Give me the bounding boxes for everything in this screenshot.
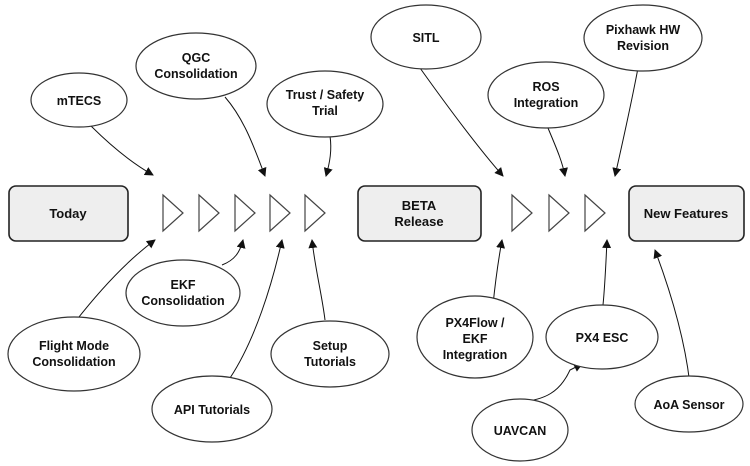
bubble-px4flow: PX4Flow / EKF Integration	[416, 295, 534, 379]
arrow-flight-mode	[74, 239, 156, 323]
bubble-api-tutorials: API Tutorials	[151, 375, 273, 443]
bubble-ros-line-2: Integration	[514, 96, 579, 110]
arrow-ros	[547, 127, 568, 177]
chevron-group-1	[162, 193, 326, 233]
today-box: Today	[8, 185, 129, 242]
bubble-ekf: EKF Consolidation	[125, 259, 241, 327]
bubble-qgc: QGC Consolidation	[135, 32, 257, 100]
bubble-trust-safety: Trust / Safety Trial	[266, 70, 384, 138]
bubble-uavcan-line-1: UAVCAN	[494, 424, 547, 438]
arrow-api	[229, 239, 285, 379]
arrow-sitl	[419, 67, 504, 177]
bubble-uavcan: UAVCAN	[471, 398, 569, 462]
connector-arrows	[74, 67, 691, 403]
bubble-px4flow-line-2: EKF	[463, 332, 488, 346]
chevron-group-2	[511, 193, 606, 233]
arrow-pixhawk	[612, 67, 639, 177]
chevron-3	[234, 193, 256, 233]
arrow-qgc	[224, 96, 267, 177]
chevron-5	[304, 193, 326, 233]
chevron-4	[269, 193, 291, 233]
bubble-px4flow-line-1: PX4Flow /	[445, 316, 505, 330]
bubble-sitl: SITL	[370, 4, 482, 70]
bubble-flight-mode: Flight Mode Consolidation	[7, 316, 141, 392]
bubble-pixhawk-line-2: Revision	[617, 39, 669, 53]
new-features-label: New Features	[644, 206, 729, 221]
arrow-aoa	[653, 249, 691, 386]
bubble-px4flow-line-3: Integration	[443, 348, 508, 362]
arrow-trust	[323, 135, 333, 177]
chevron-6	[511, 193, 533, 233]
bubble-ekf-line-1: EKF	[171, 278, 196, 292]
bubble-flight-mode-line-2: Consolidation	[32, 355, 115, 369]
arrow-mtecs	[89, 124, 154, 176]
bubble-mtecs-line-1: mTECS	[57, 94, 101, 108]
bubble-pixhawk-line-1: Pixhawk HW	[606, 23, 681, 37]
bubble-mtecs: mTECS	[30, 72, 128, 128]
today-label: Today	[49, 206, 87, 221]
bubble-setup-tutorials: Setup Tutorials	[270, 320, 390, 388]
bubble-trust-line-2: Trial	[312, 104, 338, 118]
new-features-box: New Features	[628, 185, 745, 242]
beta-label-line-1: BETA	[402, 198, 437, 213]
arrow-px4flow	[492, 239, 505, 306]
arrow-uavcan	[519, 363, 583, 403]
arrow-px4esc	[602, 239, 612, 306]
chevron-2	[198, 193, 220, 233]
bubble-api-line-1: API Tutorials	[174, 403, 250, 417]
chevron-1	[162, 193, 184, 233]
bubble-aoa-sensor: AoA Sensor	[634, 375, 744, 433]
bubble-pixhawk: Pixhawk HW Revision	[583, 4, 703, 72]
bubble-aoa-line-1: AoA Sensor	[653, 398, 724, 412]
bubble-qgc-line-1: QGC	[182, 51, 210, 65]
arrow-setup	[308, 239, 326, 321]
bubble-qgc-line-2: Consolidation	[154, 67, 237, 81]
bubble-sitl-line-1: SITL	[412, 31, 439, 45]
bubble-px4esc-line-1: PX4 ESC	[576, 331, 629, 345]
bubble-flight-mode-line-1: Flight Mode	[39, 339, 109, 353]
bubble-setup-line-1: Setup	[313, 339, 348, 353]
bubble-ros-line-1: ROS	[532, 80, 559, 94]
chevron-8	[584, 193, 606, 233]
bubble-ros: ROS Integration	[487, 61, 605, 129]
bubble-ekf-line-2: Consolidation	[141, 294, 224, 308]
bubble-px4-esc: PX4 ESC	[545, 304, 659, 370]
arrow-ekf	[221, 239, 246, 266]
chevron-7	[548, 193, 570, 233]
beta-release-box: BETA Release	[357, 185, 482, 242]
bubble-setup-line-2: Tutorials	[304, 355, 356, 369]
beta-label-line-2: Release	[394, 214, 443, 229]
bubble-trust-line-1: Trust / Safety	[286, 88, 365, 102]
